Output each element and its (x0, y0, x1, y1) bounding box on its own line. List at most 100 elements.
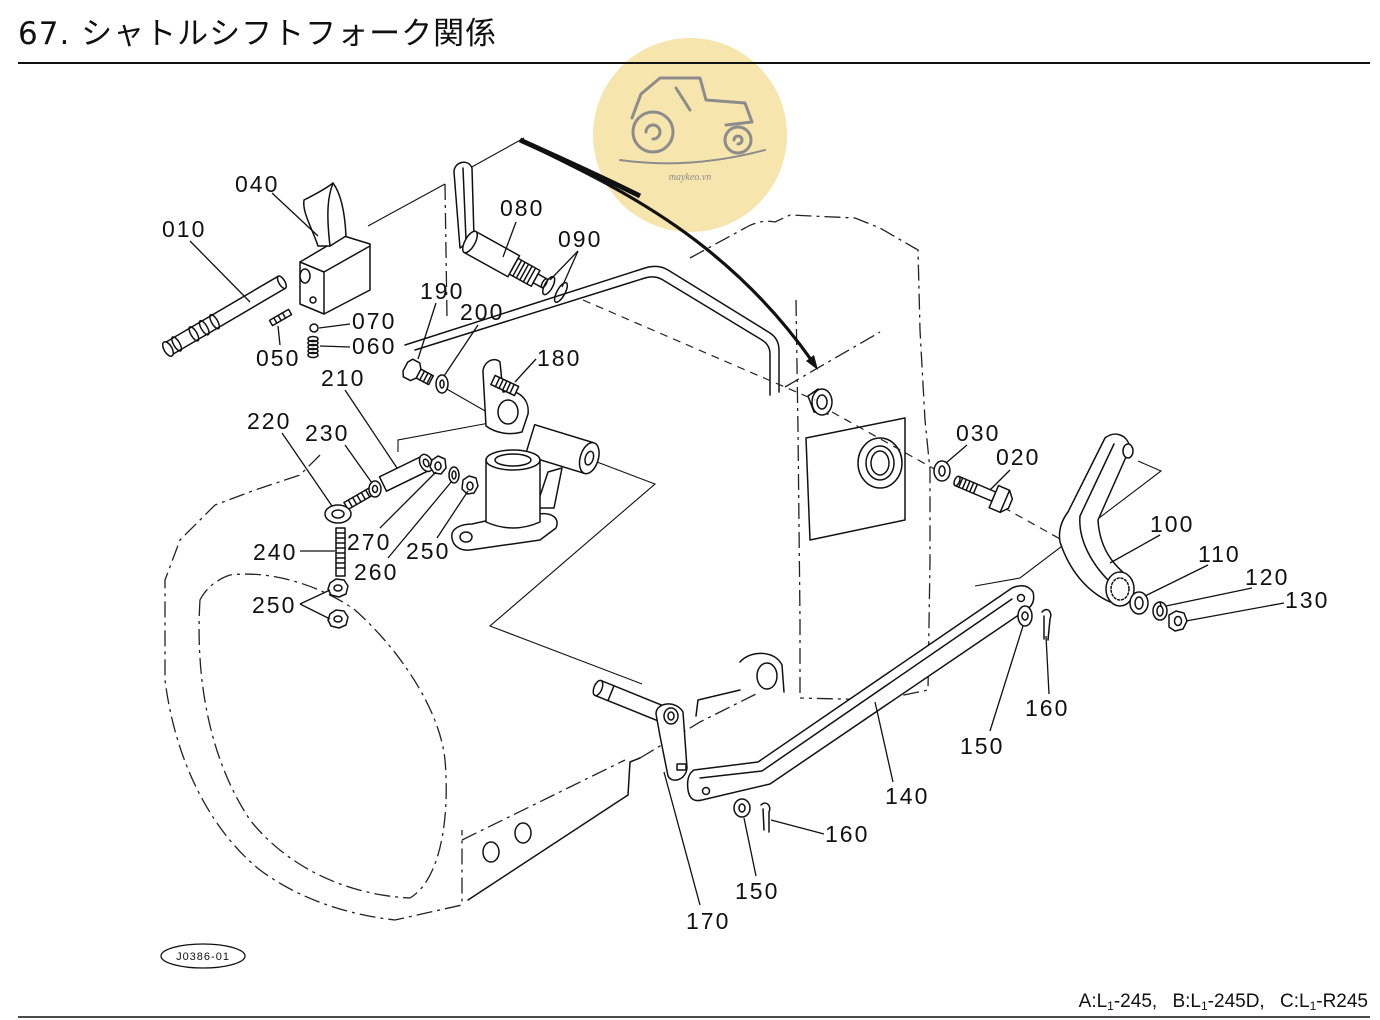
model-c: C:L1-R245 (1280, 991, 1368, 1012)
watermark-text: maykeo.vn (669, 172, 711, 183)
part-label-090: 090 (558, 226, 602, 252)
leader-010 (189, 240, 251, 303)
model-b-prefix: B:L (1172, 991, 1201, 1012)
leader-190 (417, 302, 437, 360)
model-applicability: A:L1-245, B:L1-245D, C:L1-R245 (1069, 990, 1368, 1014)
leader-250-lower-b (299, 603, 331, 620)
part-100-outer-lever (1058, 433, 1135, 607)
part-130-nut (1168, 610, 1188, 632)
leader-150-left (743, 817, 757, 877)
part-label-190: 190 (420, 278, 464, 304)
part-label-180: 180 (537, 345, 581, 371)
part-170-shift-arm (592, 679, 688, 781)
model-c-suffix: -R245 (1316, 991, 1368, 1012)
leader-270 (379, 471, 437, 529)
part-150-washer-right (1017, 605, 1033, 627)
part-230-nut (368, 480, 382, 498)
model-a-sub: 1 (1107, 999, 1114, 1013)
part-label-260: 260 (354, 559, 398, 585)
part-010-shift-rod (161, 275, 287, 357)
part-140-link-rod (686, 585, 1035, 802)
part-050-spring-pin (268, 308, 293, 327)
part-label-120: 120 (1245, 564, 1289, 590)
leader-lines (189, 192, 1285, 906)
leader-130 (1185, 602, 1285, 622)
part-080-shift-lever-shaft (453, 161, 549, 289)
part-label-220: 220 (247, 408, 291, 434)
part-label-170: 170 (686, 908, 730, 934)
leader-210 (344, 389, 398, 469)
part-040-shift-fork (299, 182, 371, 315)
leader-160-left (770, 819, 825, 835)
part-label-080: 080 (500, 195, 544, 221)
model-b-sub: 1 (1200, 999, 1208, 1013)
part-260-washer (448, 466, 460, 484)
leader-180 (514, 358, 537, 383)
diagram-code: J0386-01 (176, 951, 230, 963)
part-label-270: 270 (347, 529, 391, 555)
part-160-cotter-pin-left (760, 802, 771, 833)
part-label-070: 070 (352, 308, 396, 334)
leader-110 (1144, 564, 1209, 597)
part-label-160-left: 160 (825, 821, 869, 847)
model-a-suffix: -245, (1113, 991, 1158, 1012)
part-label-240: 240 (253, 539, 297, 565)
part-110-washer (1129, 591, 1149, 615)
part-180-bracket (482, 358, 529, 435)
part-label-020: 020 (996, 444, 1040, 470)
model-c-prefix: C:L (1279, 991, 1310, 1012)
part-label-210: 210 (321, 365, 365, 391)
direction-arrow (518, 137, 818, 370)
leader-200 (443, 324, 479, 377)
part-label-030: 030 (956, 420, 1000, 446)
leader-100 (1109, 534, 1161, 564)
leader-020 (989, 469, 1011, 491)
part-150-washer-left (733, 798, 751, 818)
part-020-bolt (953, 475, 1014, 514)
part-060-spring (307, 335, 319, 359)
part-070-ball (309, 323, 319, 333)
part-250-nuts-lower (327, 578, 349, 629)
part-label-200: 200 (460, 299, 504, 325)
model-b-suffix: -245D, (1207, 991, 1265, 1012)
leader-220 (281, 432, 333, 507)
part-190-bolt (402, 358, 435, 386)
part-label-010: 010 (162, 216, 206, 242)
part-label-130: 130 (1285, 587, 1329, 613)
leader-160-right (1045, 635, 1050, 695)
leader-030 (945, 444, 968, 464)
part-label-250-lower: 250 (252, 592, 296, 618)
model-a: A:L1-245, (1079, 991, 1158, 1012)
model-c-sub: 1 (1309, 999, 1317, 1013)
page-title: 67. シャトルシフトフォーク関係 (18, 16, 498, 52)
leader-260 (387, 480, 453, 559)
leader-040 (271, 192, 319, 237)
part-label-140: 140 (885, 783, 929, 809)
leader-230 (344, 444, 373, 484)
part-030-washer (933, 460, 951, 482)
leader-150-right (989, 625, 1024, 732)
part-label-160-right: 160 (1025, 695, 1069, 721)
part-240-stud (335, 527, 346, 577)
leader-170 (663, 771, 701, 906)
part-label-060: 060 (352, 333, 396, 359)
part-120-spring-washer (1152, 601, 1168, 621)
transmission-housing (164, 137, 931, 921)
leader-070 (318, 323, 351, 329)
model-a-prefix: A:L (1078, 991, 1108, 1012)
part-label-100: 100 (1150, 511, 1194, 537)
part-200-washer (435, 374, 449, 394)
part-number-labels: 040 010 080 090 190 200 180 070 060 050 … (162, 171, 1329, 934)
leader-050 (277, 325, 281, 346)
leader-140 (874, 701, 894, 783)
part-270-nut (429, 455, 447, 475)
leader-090-b (561, 250, 579, 288)
leader-080 (502, 221, 517, 258)
diagram-code-badge: J0386-01 (160, 943, 246, 969)
part-label-110: 110 (1198, 541, 1241, 567)
leader-090-a (549, 250, 579, 281)
leader-060 (319, 345, 351, 348)
shift-fork-casting (451, 423, 600, 551)
